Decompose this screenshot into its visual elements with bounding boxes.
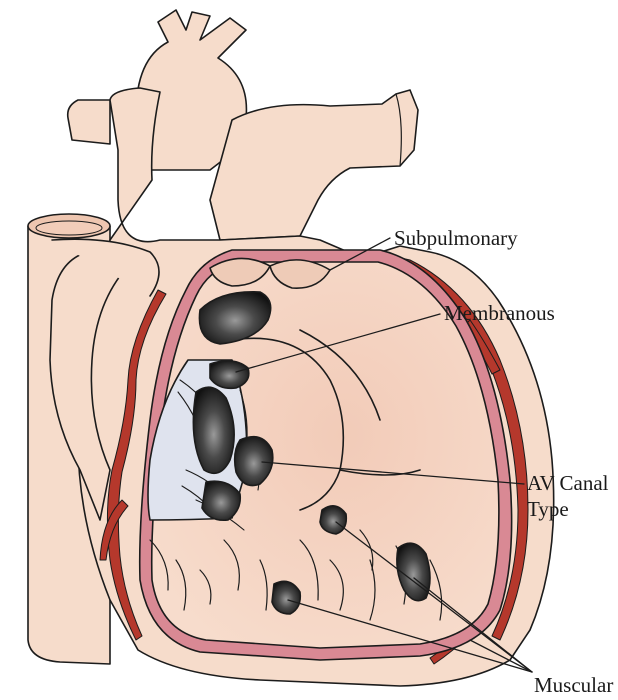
label-muscular: Muscular [534,673,613,697]
defect-perimembranous-large [192,386,235,475]
leader-lines [235,237,533,673]
defect-av-canal [201,435,274,522]
leader-muscular-3 [413,577,533,673]
defect-muscular-lateral [396,542,431,602]
leader-muscular-2 [287,599,533,673]
leader-av-canal [261,461,525,485]
pulmonary-artery [209,89,419,241]
label-av-canal-line1: AV Canal [527,471,609,495]
defect-muscular-apical [271,580,302,615]
label-membranous: Membranous [444,301,555,325]
septal-band [231,329,421,511]
leader-muscular-4 [469,639,533,673]
label-subpulmonary: Subpulmonary [394,226,518,250]
defect-muscular-mid [319,505,348,535]
right-atrium [49,238,160,521]
defect-subpulmonary [198,291,272,345]
label-av-canal-line2: Type [527,497,569,521]
leader-membranous [235,313,441,373]
left-pulmonary-branch [66,99,111,145]
defect-membranous [209,360,250,390]
leader-muscular-1 [335,521,533,673]
pulmonary-valve-cusps [209,257,331,289]
leader-subpulmonary [329,237,391,271]
